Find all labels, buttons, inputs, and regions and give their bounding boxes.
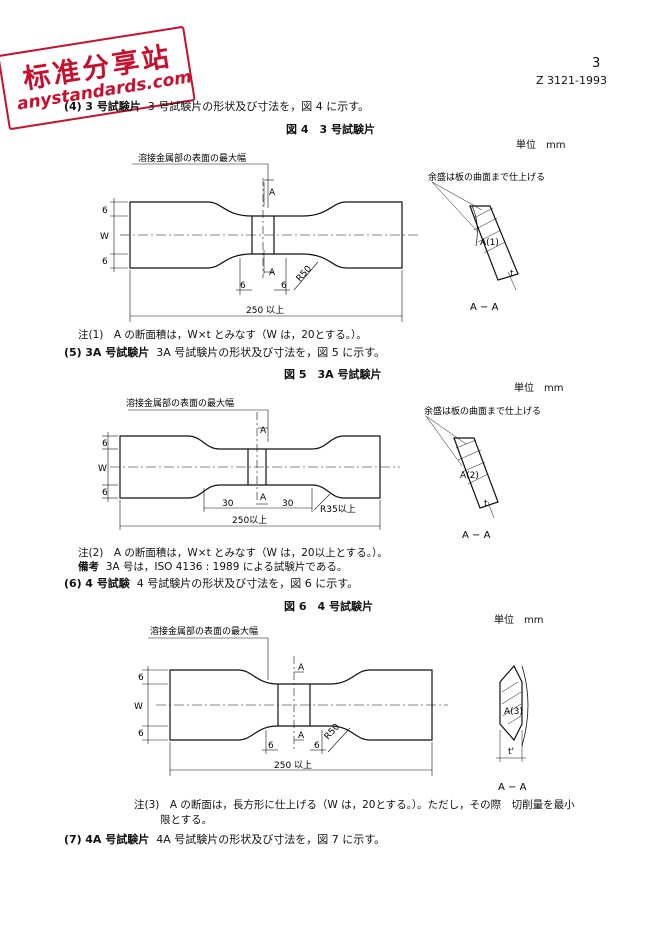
fig4-dim-6-bottom: 6 bbox=[102, 257, 108, 267]
fig6-section-a-top: A bbox=[298, 663, 305, 673]
figure-4-title: 図 4 3 号試験片 bbox=[286, 123, 375, 136]
fig6-specimen-outline bbox=[169, 669, 433, 741]
section-5-heading: 3A 号試験片 bbox=[85, 346, 150, 359]
section-6-number: (6) bbox=[64, 577, 82, 590]
fig6-dim-w: W bbox=[134, 702, 143, 712]
fig6-section-shape bbox=[499, 664, 523, 742]
section-4-text: 3 号試験片の形状及び寸法を，図 4 に示す。 bbox=[147, 100, 370, 113]
section-7-number: (7) bbox=[64, 833, 82, 846]
fig5-section-label: A − A bbox=[462, 530, 491, 541]
fig4-radius: R50 bbox=[295, 264, 314, 284]
section-7-text: 4A 号試験片の形状及び寸法を，図 7 に示す。 bbox=[156, 833, 386, 846]
section-4: (4) 3 号試験片 3 号試験片の形状及び寸法を，図 4 に示す。 bbox=[64, 98, 369, 114]
section-5-number: (5) bbox=[64, 346, 82, 359]
fig4-section-shape bbox=[469, 205, 519, 281]
section-7-heading: 4A 号試験片 bbox=[85, 833, 150, 846]
fig5-section-shape bbox=[453, 437, 499, 509]
fig4-specimen-outline bbox=[129, 201, 403, 269]
figure-6-note-line1: 注(3) A の断面は，長方形に仕上げる（W は，20とする。）。ただし，その際… bbox=[134, 799, 575, 811]
fig4-label-reinforcement: 余盛は板の曲面まで仕上げる bbox=[428, 171, 545, 183]
standard-number: Z 3121-1993 bbox=[536, 74, 607, 87]
section-5-text: 3A 号試験片の形状及び寸法を，図 5 に示す。 bbox=[156, 346, 386, 359]
fig6-radius: R50 bbox=[323, 722, 342, 742]
fig6-dim-6-top: 6 bbox=[138, 673, 144, 683]
fig4-dim-6-top: 6 bbox=[102, 206, 108, 216]
fig4-section-a-bottom: A bbox=[269, 268, 276, 278]
fig5-section-a-note: A(2) bbox=[460, 471, 479, 481]
fig6-dim-6-left: 6 bbox=[268, 741, 274, 751]
fig6-dim-6-bottom: 6 bbox=[138, 729, 144, 739]
figure-6-title: 図 6 4 号試験片 bbox=[284, 600, 373, 613]
fig5-dim-30-left: 30 bbox=[222, 499, 234, 509]
figure-4-unit: 単位 mm bbox=[516, 140, 566, 151]
fig5-specimen-outline bbox=[119, 435, 381, 499]
figure-5-remark-text: 3A 号は，ISO 4136 : 1989 による試験片である。 bbox=[105, 561, 348, 573]
watermark-stamp: 标准分享站 anystandards.com bbox=[0, 25, 196, 131]
figure-5-unit: 単位 mm bbox=[514, 383, 564, 394]
fig5-section-a-bottom: A bbox=[260, 493, 267, 503]
section-4-number: (4) bbox=[64, 100, 82, 113]
fig4-dim-length: 250 以上 bbox=[246, 305, 284, 316]
figure-6-unit: 単位 mm bbox=[494, 615, 544, 626]
fig5-dim-w: W bbox=[98, 464, 107, 474]
fig6-section-t: t' bbox=[508, 747, 514, 757]
fig6-section-label: A − A bbox=[498, 782, 527, 793]
section-7: (7) 4A 号試験片 4A 号試験片の形状及び寸法を，図 7 に示す。 bbox=[64, 831, 385, 847]
fig5-dim-30-right: 30 bbox=[282, 499, 294, 509]
section-4-heading: 3 号試験片 bbox=[85, 100, 141, 113]
fig4-dim-6-right: 6 bbox=[281, 281, 287, 291]
figure-5-note: 注(2) A の断面積は，W×t とみなす（W は，20以上とする。）。 bbox=[78, 547, 388, 559]
figure-4-note: 注(1) A の断面積は，W×t とみなす（W は，20とする。）。 bbox=[78, 329, 367, 341]
page-number: 3 bbox=[592, 56, 601, 71]
fig4-label-weld-width: 溶接金属部の表面の最大幅 bbox=[138, 152, 246, 164]
fig5-dim-length: 250以上 bbox=[232, 515, 267, 526]
figure-6-note-line2: 限とする。 bbox=[160, 814, 213, 826]
fig5-label-reinforcement: 余盛は板の曲面まで仕上げる bbox=[424, 405, 541, 417]
fig6-dim-6-right: 6 bbox=[314, 741, 320, 751]
fig6-label-weld-width: 溶接金属部の表面の最大幅 bbox=[150, 625, 258, 637]
fig5-dim-6-top: 6 bbox=[102, 439, 108, 449]
fig5-section-t: t bbox=[484, 499, 488, 509]
figure-5-remark: 備考 3A 号は，ISO 4136 : 1989 による試験片である。 bbox=[78, 559, 347, 574]
figure-5-title: 図 5 3A 号試験片 bbox=[284, 368, 382, 381]
section-6-heading: 4 号試験 bbox=[85, 577, 130, 590]
fig4-section-a-note: A(1) bbox=[480, 238, 499, 248]
figure-4-drawing: 溶接金属部の表面の最大幅 6 W 6 A A 6 6 R50 250 以上 余盛… bbox=[100, 152, 545, 322]
fig4-section-a-top: A bbox=[269, 188, 276, 198]
figure-6-drawing: 溶接金属部の表面の最大幅 6 W 6 A A 6 6 R50 250 以上 A(… bbox=[134, 625, 529, 793]
fig5-radius: R35以上 bbox=[320, 504, 356, 515]
fig5-label-weld-width: 溶接金属部の表面の最大幅 bbox=[126, 397, 234, 409]
section-6-text: 4 号試験片の形状及び寸法を，図 6 に示す。 bbox=[136, 577, 359, 590]
fig4-section-label: A − A bbox=[470, 302, 499, 313]
fig4-dim-6-left: 6 bbox=[240, 281, 246, 291]
fig5-section-a-top: A bbox=[260, 426, 267, 436]
figure-5-drawing: 溶接金属部の表面の最大幅 6 W 6 A A 30 30 R35以上 250以上… bbox=[98, 397, 541, 541]
figure-5-remark-label: 備考 bbox=[78, 561, 99, 573]
section-5: (5) 3A 号試験片 3A 号試験片の形状及び寸法を，図 5 に示す。 bbox=[64, 344, 385, 360]
section-6: (6) 4 号試験 4 号試験片の形状及び寸法を，図 6 に示す。 bbox=[64, 575, 358, 591]
fig4-section-t: t bbox=[510, 269, 514, 279]
fig6-dim-length: 250 以上 bbox=[274, 760, 312, 771]
fig6-section-a-bottom: A bbox=[298, 731, 305, 741]
fig5-dim-6-bottom: 6 bbox=[102, 488, 108, 498]
fig6-section-a-note: A(3) bbox=[504, 707, 523, 717]
fig4-dim-w: W bbox=[100, 232, 109, 242]
